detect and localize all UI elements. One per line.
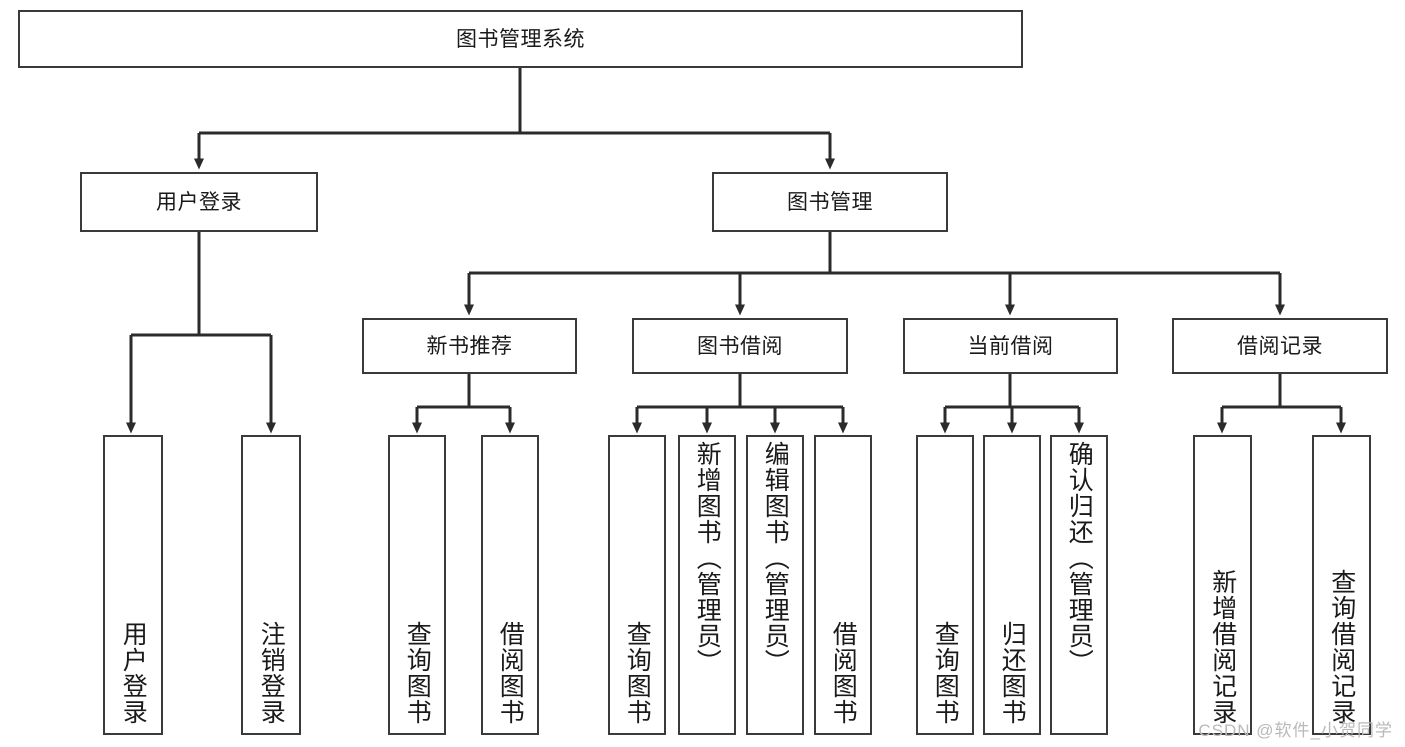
node-leaf-add-record-label: 新增借阅记录 <box>1208 569 1237 725</box>
node-leaf-user-logout[interactable]: 注销登录 <box>241 435 301 735</box>
node-leaf-user-login-label: 用户登录 <box>119 621 148 725</box>
node-leaf-return-book-label: 归还图书 <box>998 621 1027 725</box>
node-new-book-rec[interactable]: 新书推荐 <box>362 318 577 374</box>
node-borrow-record-label: 借阅记录 <box>1237 334 1323 358</box>
node-leaf-user-login[interactable]: 用户登录 <box>103 435 163 735</box>
node-leaf-return-book[interactable]: 归还图书 <box>983 435 1041 735</box>
node-new-book-rec-label: 新书推荐 <box>426 334 513 358</box>
node-leaf-query-record-label: 查询借阅记录 <box>1327 569 1356 725</box>
node-leaf-confirm-return-label: 确认归还（管理员） <box>1065 441 1094 675</box>
node-current-borrow[interactable]: 当前借阅 <box>903 318 1118 374</box>
node-borrow-record[interactable]: 借阅记录 <box>1172 318 1388 374</box>
node-book-borrow[interactable]: 图书借阅 <box>632 318 848 374</box>
node-leaf-add-book[interactable]: 新增图书（管理员） <box>678 435 736 735</box>
node-leaf-query-record[interactable]: 查询借阅记录 <box>1312 435 1371 735</box>
node-book-manage-label: 图书管理 <box>787 190 873 214</box>
node-leaf-borrow-book-rec-label: 借阅图书 <box>496 621 525 725</box>
node-leaf-query-book-cur[interactable]: 查询图书 <box>916 435 974 735</box>
node-leaf-query-book-borrow[interactable]: 查询图书 <box>608 435 666 735</box>
node-leaf-query-book-borrow-label: 查询图书 <box>623 621 652 725</box>
node-leaf-confirm-return[interactable]: 确认归还（管理员） <box>1050 435 1108 735</box>
node-leaf-user-logout-label: 注销登录 <box>257 621 286 725</box>
node-current-borrow-label: 当前借阅 <box>967 334 1054 358</box>
node-leaf-edit-book-label: 编辑图书（管理员） <box>761 441 790 675</box>
node-leaf-edit-book[interactable]: 编辑图书（管理员） <box>746 435 804 735</box>
node-leaf-borrow-book[interactable]: 借阅图书 <box>814 435 872 735</box>
node-leaf-add-book-label: 新增图书（管理员） <box>693 441 722 675</box>
node-root-system-label: 图书管理系统 <box>456 27 585 51</box>
node-user-login-label: 用户登录 <box>156 190 242 214</box>
node-book-manage[interactable]: 图书管理 <box>712 172 948 232</box>
node-leaf-query-book-cur-label: 查询图书 <box>931 621 960 725</box>
node-root-system[interactable]: 图书管理系统 <box>18 10 1023 68</box>
node-leaf-query-book-rec[interactable]: 查询图书 <box>388 435 446 735</box>
node-leaf-borrow-book-label: 借阅图书 <box>829 621 858 725</box>
node-leaf-query-book-rec-label: 查询图书 <box>403 621 432 725</box>
node-book-borrow-label: 图书借阅 <box>697 334 783 358</box>
node-leaf-borrow-book-rec[interactable]: 借阅图书 <box>481 435 539 735</box>
node-leaf-add-record[interactable]: 新增借阅记录 <box>1193 435 1252 735</box>
node-user-login[interactable]: 用户登录 <box>80 172 318 232</box>
